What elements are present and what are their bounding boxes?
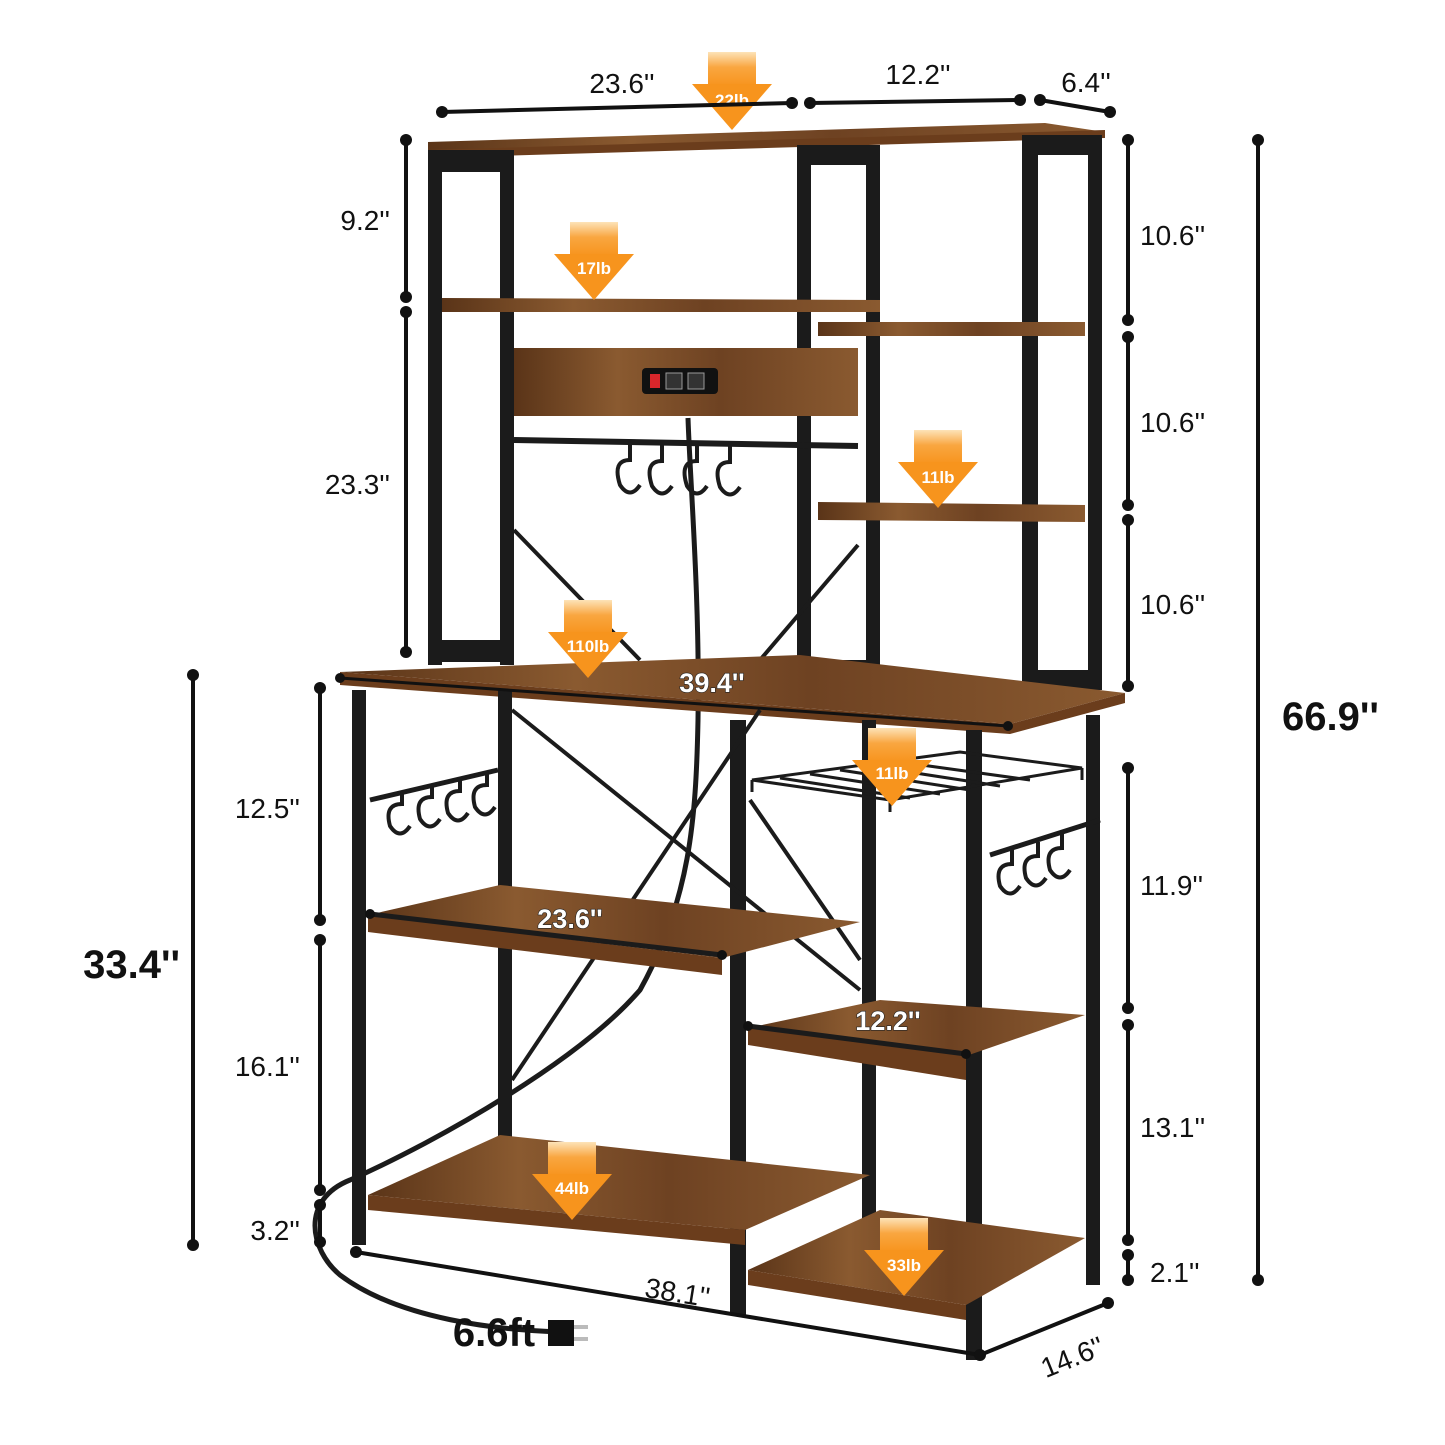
middle-right-shelf — [748, 1000, 1085, 1056]
load-arrow-desk: 110lb — [548, 600, 628, 678]
plug — [548, 1320, 588, 1346]
label-desk-height: 33.4'' — [83, 943, 180, 987]
hooks-left — [386, 773, 497, 836]
svg-text:11lb: 11lb — [921, 468, 954, 487]
label-right-lower-gap: 13.1'' — [1140, 1112, 1205, 1143]
hutch-shelf-left — [442, 298, 880, 312]
svg-text:44lb: 44lb — [555, 1179, 589, 1198]
label-right-floor-clearance: 2.1'' — [1150, 1257, 1200, 1288]
label-right-gap-3: 10.6'' — [1140, 589, 1205, 620]
desk-top — [340, 655, 1125, 724]
load-arrow-top: 22lb — [692, 52, 772, 130]
label-right-gap-2: 10.6'' — [1140, 407, 1205, 438]
load-arrow-bottom-left: 44lb — [532, 1142, 612, 1220]
svg-text:17lb: 17lb — [577, 259, 611, 278]
label-upper-gap: 12.5'' — [235, 793, 300, 824]
label-cord-length: 6.6ft — [453, 1311, 535, 1355]
svg-text:11lb: 11lb — [875, 764, 908, 783]
label-total-height: 66.9'' — [1282, 695, 1379, 739]
label-floor-clearance: 3.2'' — [250, 1215, 300, 1246]
svg-text:22lb: 22lb — [715, 91, 749, 110]
label-right-shelf-width: 12.2'' — [855, 1006, 920, 1036]
hutch-right-frame — [1022, 135, 1102, 700]
load-markers: 22lb 17lb 11lb 110lb 11lb 44lb 33lb — [532, 52, 978, 1296]
power-strip — [642, 368, 718, 394]
rack — [312, 123, 1125, 1360]
hooks-upper — [615, 440, 742, 497]
label-left-shelf-width: 23.6'' — [537, 904, 602, 934]
dimension-lines — [191, 98, 1260, 1357]
hutch-middle-frame — [797, 145, 880, 690]
load-arrow-right-shelf: 11lb — [898, 430, 978, 508]
label-base-depth: 14.6'' — [1036, 1331, 1108, 1384]
load-arrow-hutch-shelf: 17lb — [554, 222, 634, 300]
label-middle-gap: 16.1'' — [235, 1051, 300, 1082]
dimension-labels: 23.6'' 12.2'' 6.4'' 9.2'' 23.3'' 10.6'' … — [83, 59, 1379, 1384]
hutch-shelf-right-1 — [818, 322, 1085, 336]
middle-left-shelf — [368, 885, 860, 958]
label-top-right-width: 12.2'' — [885, 59, 950, 90]
load-arrow-bottom-right: 33lb — [864, 1218, 944, 1296]
hooks-right — [996, 834, 1072, 896]
label-base-width: 38.1'' — [643, 1272, 712, 1313]
load-arrow-basket: 11lb — [852, 728, 932, 806]
label-hutch-top-gap: 9.2'' — [340, 205, 390, 236]
label-top-width: 23.6'' — [589, 68, 654, 99]
hutch-left-frame — [428, 150, 514, 665]
svg-text:33lb: 33lb — [887, 1256, 921, 1275]
label-top-depth: 6.4'' — [1061, 67, 1111, 98]
svg-text:110lb: 110lb — [567, 637, 610, 656]
bottom-left-shelf — [368, 1135, 870, 1230]
label-hutch-height: 23.3'' — [325, 469, 390, 500]
label-right-upper-gap: 11.9'' — [1140, 870, 1203, 901]
hutch-shelf-right-2 — [818, 502, 1085, 522]
dimension-endpoints — [187, 94, 1264, 1361]
label-right-gap-1: 10.6'' — [1140, 220, 1205, 251]
label-desk-width: 39.4'' — [679, 668, 744, 698]
